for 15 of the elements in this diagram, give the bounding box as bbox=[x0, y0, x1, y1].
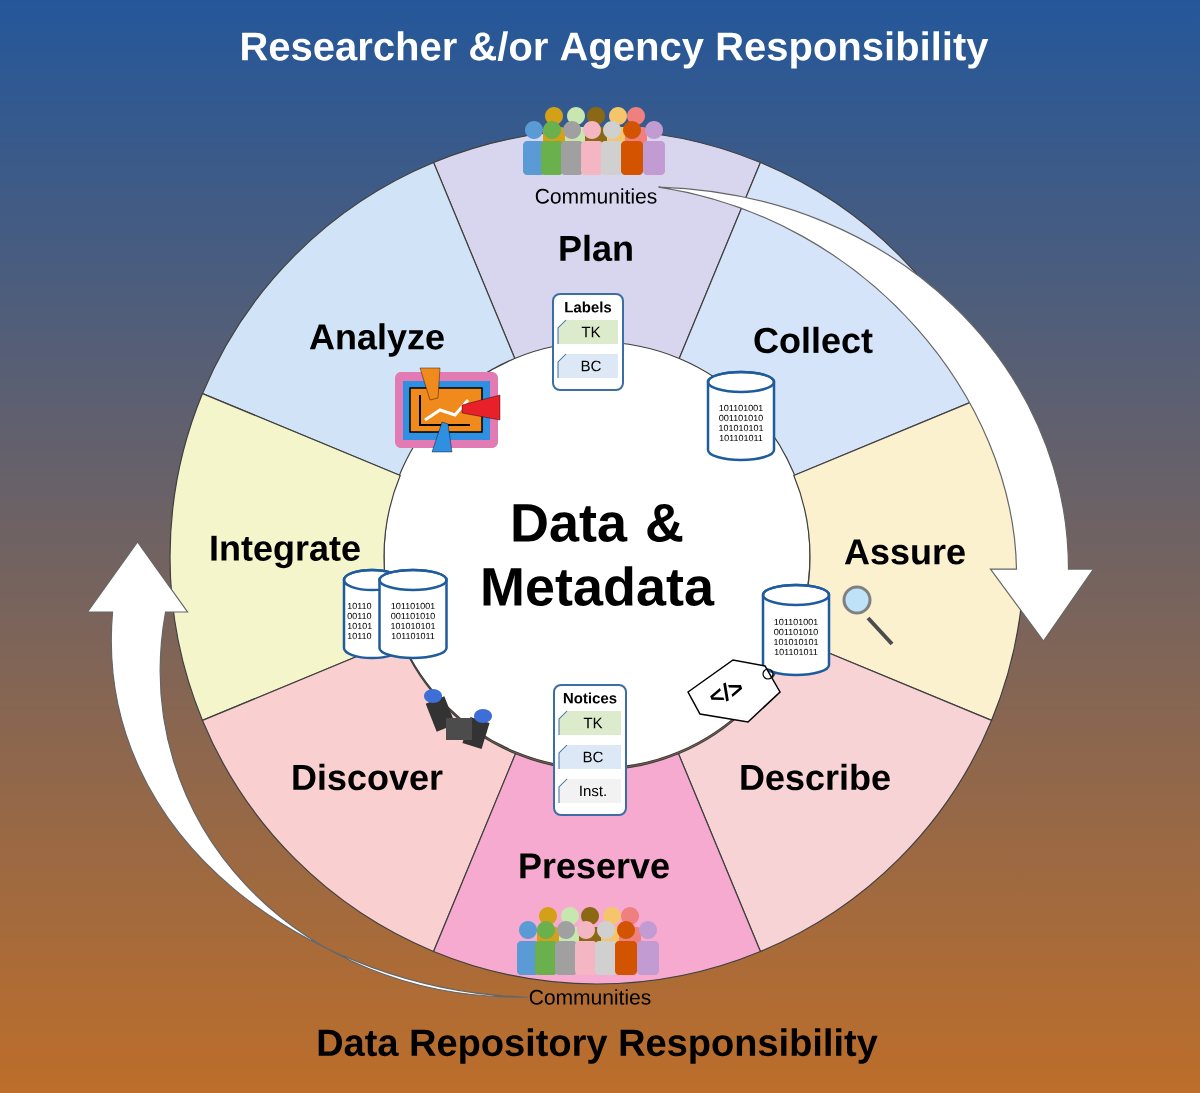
label-card: Labels TK BC bbox=[552, 293, 624, 391]
curved-arrow bbox=[86, 541, 529, 998]
tab: Inst. bbox=[558, 778, 621, 804]
database-cylinder: 101101001 001101010 101010101 101101011 bbox=[761, 583, 831, 677]
tab: BC bbox=[557, 353, 618, 379]
tab: TK bbox=[557, 319, 618, 345]
code-tag-drawing: </> bbox=[687, 659, 781, 723]
node-label: Communities bbox=[529, 989, 651, 1005]
curved-arrow bbox=[657, 186, 1095, 642]
node-label: Communities bbox=[535, 188, 657, 204]
tab: BC bbox=[558, 744, 621, 770]
label-card: Notices TK BC Inst. bbox=[553, 684, 627, 816]
heading: Researcher &/or Agency Responsibility bbox=[242, 31, 989, 69]
tab: TK bbox=[558, 710, 621, 736]
heading: Data Repository Responsibility bbox=[318, 1028, 878, 1064]
